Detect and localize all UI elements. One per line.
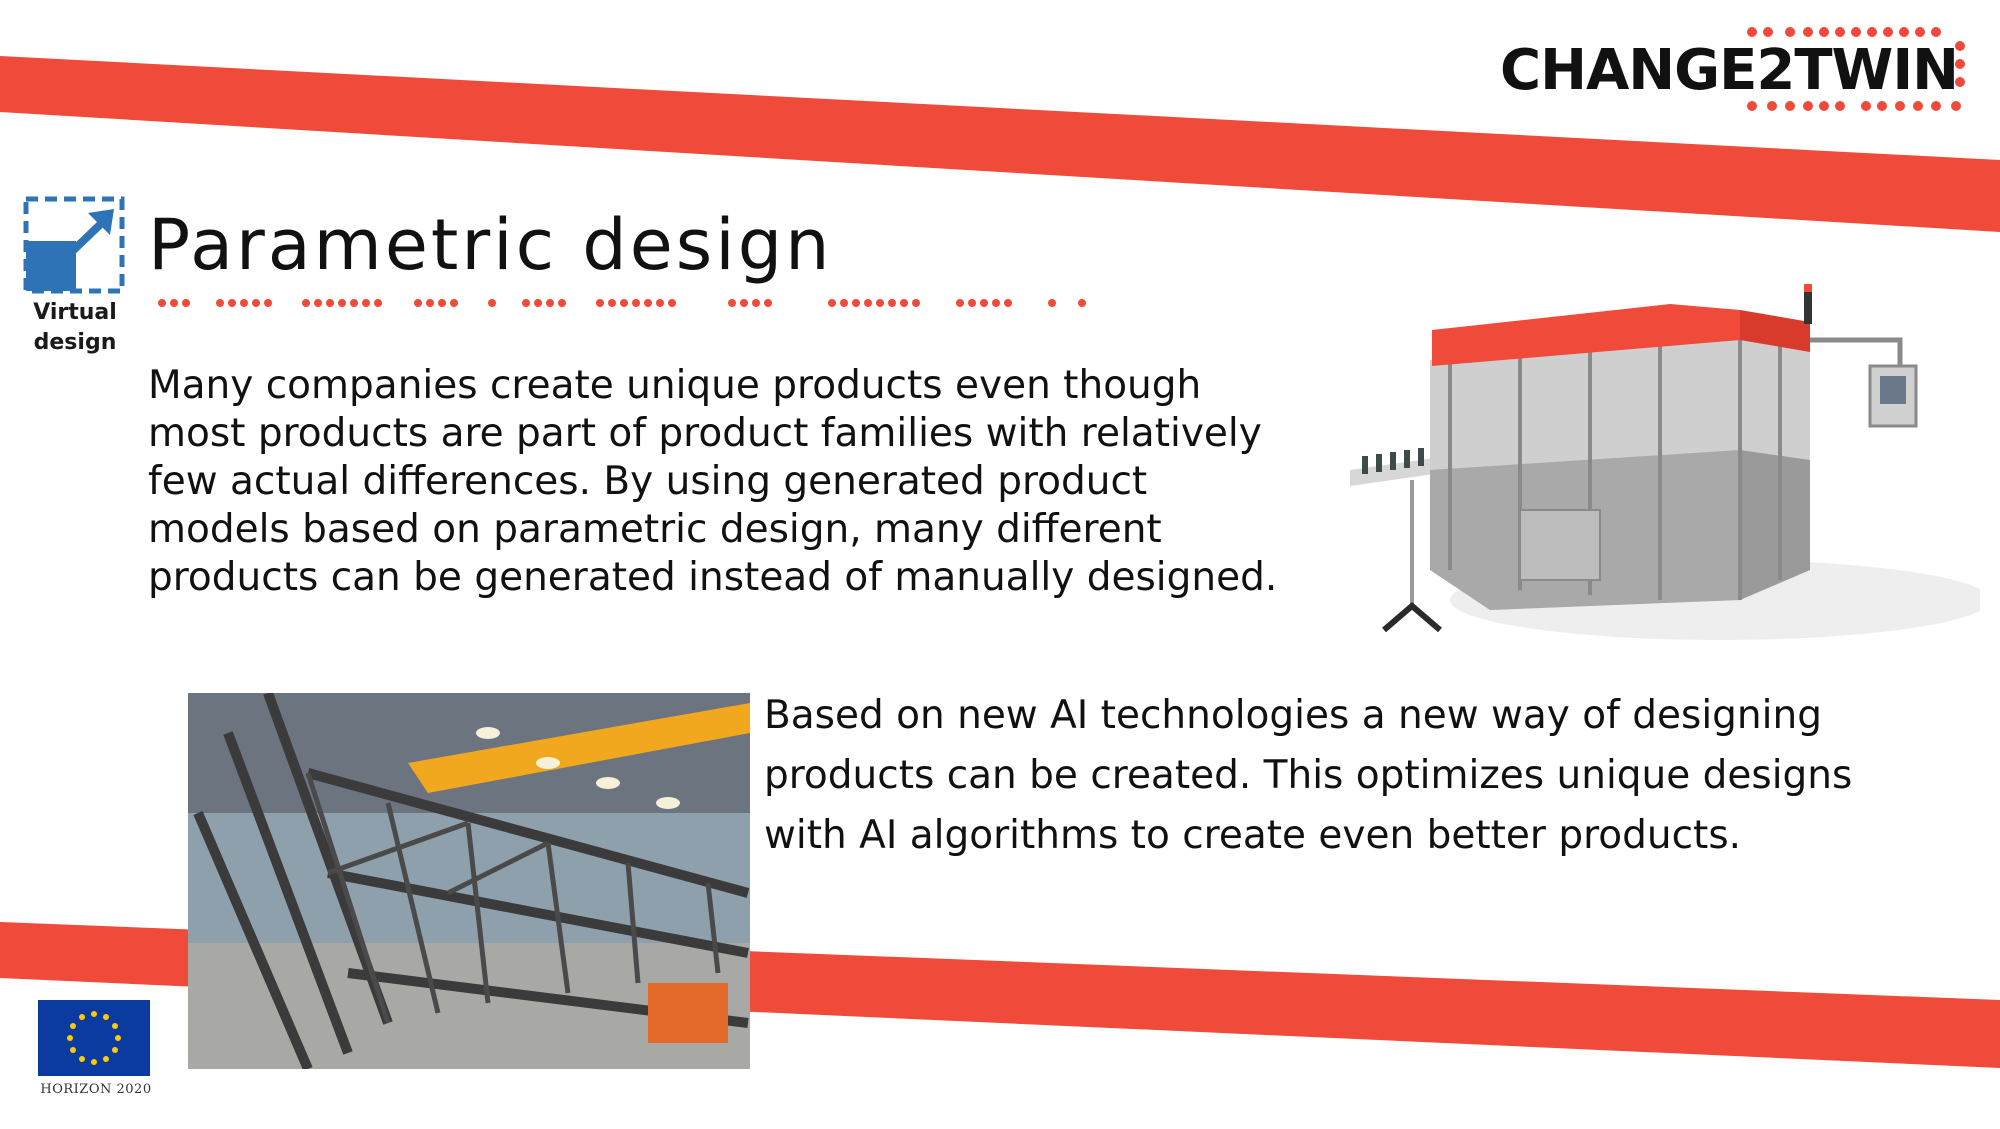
eu-flag-icon <box>38 1000 150 1076</box>
paragraph-ai: Based on new AI technologies a new way o… <box>764 693 1853 858</box>
title-dot-underline <box>158 299 1086 307</box>
virtual-design-icon <box>23 196 125 294</box>
paragraph-parametric: Many companies create unique products ev… <box>148 363 1278 600</box>
logo-text: CHANGE2TWIN <box>1500 38 1959 103</box>
bottling-machine-illustration <box>1350 284 1980 640</box>
factory-photo-drawing <box>188 693 750 1069</box>
horizon-2020-label: HORIZON 2020 <box>40 1082 152 1097</box>
virtual-design-label: Virtual design <box>33 300 117 355</box>
logo-dot-pattern <box>1747 27 1965 111</box>
factory-steel-structure-photo <box>188 693 750 1069</box>
change2twin-logo: CHANGE2TWIN <box>1490 24 1980 114</box>
slide-title: Parametric design <box>148 204 833 286</box>
